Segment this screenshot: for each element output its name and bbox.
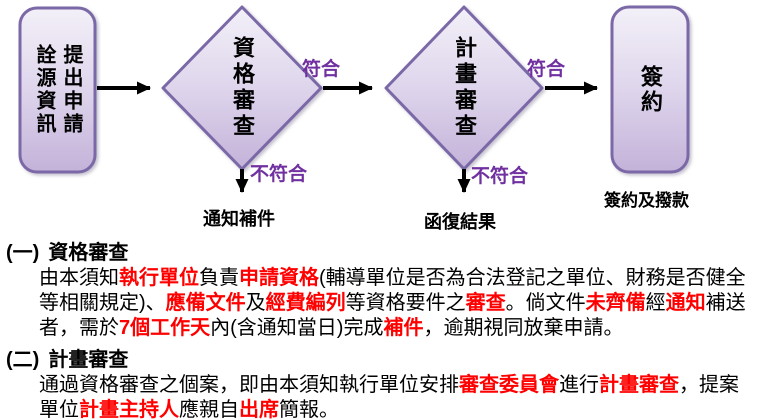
pass-label-2: 符合 [527,59,566,80]
contract-caption: 簽約及撥款 [604,191,689,210]
flowchart-canvas [18,5,690,193]
start-box: 詮源資訊 提出申請 [20,8,95,172]
fail-result-1: 通知補件 [203,209,275,229]
start-box-left-column: 詮源資訊 [33,44,55,136]
fail-result-2: 函復結果 [424,212,496,232]
body-line: 等相關規定)、應備文件及經費編列等資格要件之審查。倘文件未齊備經通知補送 [39,292,746,314]
qualification-review-node: 資格審查 [163,7,321,169]
start-box-right-column: 提出申請 [60,44,82,136]
start-box-shape [18,6,97,174]
fail-label-1: 不符合 [250,164,308,185]
qualification-review-label: 資格審查 [230,36,255,140]
section-heading: (一) 資格審查 [6,241,762,266]
plan-review-label: 計畫審查 [452,36,477,140]
body-line: 者，需於7個工作天內(含通知當日)完成補件，逾期視同放棄申請。 [39,317,624,339]
contract-box-shape [610,5,690,174]
body-line: 單位計畫主持人應親自出席簡報。 [39,399,339,420]
contract-box-label: 簽約 [638,64,663,115]
section-number: (一) [6,242,40,264]
contract-box: 簽約 [612,7,688,172]
body-line: 由本須知執行單位負責申請資格(輔導單位是否為合法登記之單位、財務是否健全 [39,267,746,289]
pass-label-1: 符合 [302,59,341,80]
section-body: 由本須知執行單位負責申請資格(輔導單位是否為合法登記之單位、財務是否健全 等相關… [39,266,762,341]
section-plan-review: (二) 計畫審查 通過資格審查之個案，即由本須知執行單位安排審查委員會進行計畫審查… [6,348,762,420]
section-qualification-review: (一) 資格審查 由本須知執行單位負責申請資格(輔導單位是否為合法登記之單位、財務… [6,241,762,341]
section-title: 計畫審查 [48,349,129,371]
notes: (一) 資格審查 由本須知執行單位負責申請資格(輔導單位是否為合法登記之單位、財務… [6,241,762,420]
fail-label-2: 不符合 [471,166,529,187]
section-number: (二) [6,349,40,371]
body-line: 通過資格審查之個案，即由本須知執行單位安排審查委員會進行計畫審查，提案 [39,374,739,396]
plan-review-node: 計畫審查 [386,7,542,169]
section-heading: (二) 計畫審查 [6,348,762,373]
section-body: 通過資格審查之個案，即由本須知執行單位安排審查委員會進行計畫審查，提案 單位計畫… [39,373,762,420]
section-title: 資格審查 [48,242,129,264]
